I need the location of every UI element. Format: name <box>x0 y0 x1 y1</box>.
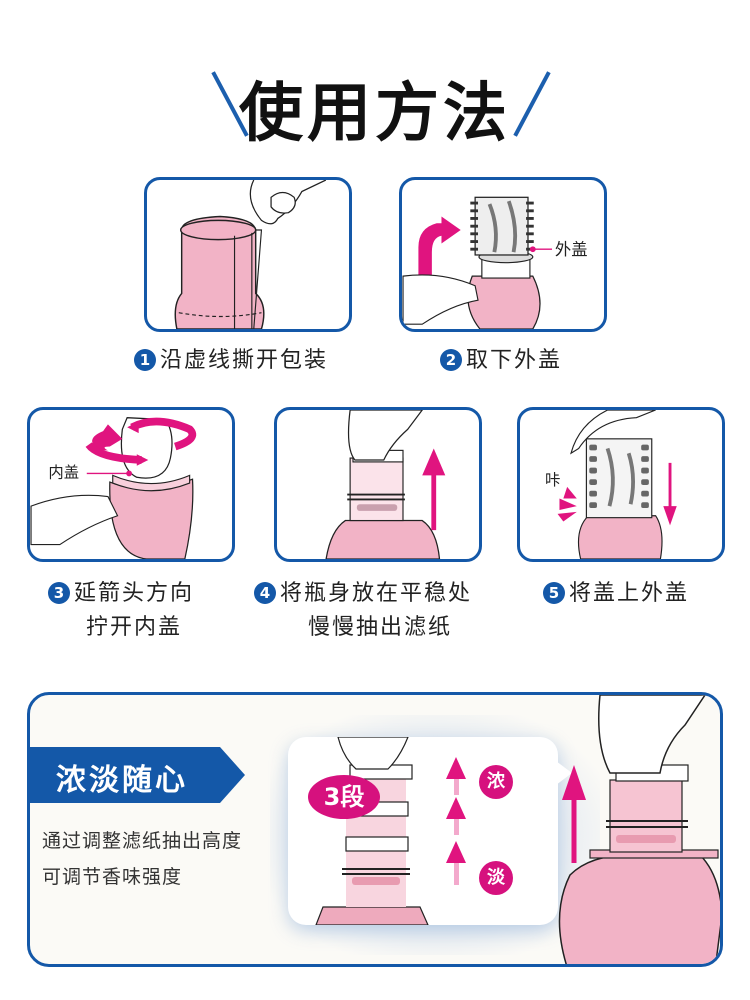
page-title: 使用方法 <box>239 76 511 151</box>
step-3-illustration: 内盖 <box>27 407 235 562</box>
outer-cap-callout: 外盖 <box>555 240 588 259</box>
click-sound-callout: 咔 <box>545 471 560 489</box>
three-levels-inset: 3段 浓 淡 <box>288 737 558 925</box>
step-5-number: 5 <box>543 582 565 604</box>
step-5-illustration: 咔 <box>517 407 725 562</box>
feature-ribbon: 浓淡随心 <box>30 747 245 803</box>
step-2-illustration: 外盖 <box>399 177 607 332</box>
step-1-illustration <box>144 177 352 332</box>
light-label: 淡 <box>479 861 513 895</box>
feature-description: 通过调整滤纸抽出高度 可调节香味强度 <box>42 830 243 888</box>
step-2-number: 2 <box>440 349 462 371</box>
step-1-number: 1 <box>134 349 156 371</box>
title-section: 使用方法 <box>0 58 750 151</box>
feature-title: 浓淡随心 <box>56 763 188 798</box>
speech-bubble-tail <box>556 761 572 785</box>
step-4-number: 4 <box>254 582 276 604</box>
step-3-number: 3 <box>48 582 70 604</box>
step-4-illustration <box>274 407 482 562</box>
pull-filter-illustration <box>325 410 446 559</box>
bottle-pull-illustration <box>550 695 720 964</box>
replace-outer-cap-illustration: 咔 <box>545 410 677 559</box>
remove-outer-cap-illustration: 外盖 <box>402 196 588 329</box>
three-levels-badge: 3段 <box>308 775 380 819</box>
twist-inner-cap-illustration: 内盖 <box>30 417 197 559</box>
intensity-feature-panel: 浓淡随心 通过调整滤纸抽出高度 可调节香味强度 3段 浓 淡 <box>27 692 723 967</box>
bottle-with-filter-illustration <box>558 695 720 964</box>
inner-cap-callout: 内盖 <box>48 463 79 481</box>
strong-label: 浓 <box>479 765 513 799</box>
tear-package-illustration <box>174 180 327 329</box>
filter-levels-illustration <box>315 737 466 925</box>
